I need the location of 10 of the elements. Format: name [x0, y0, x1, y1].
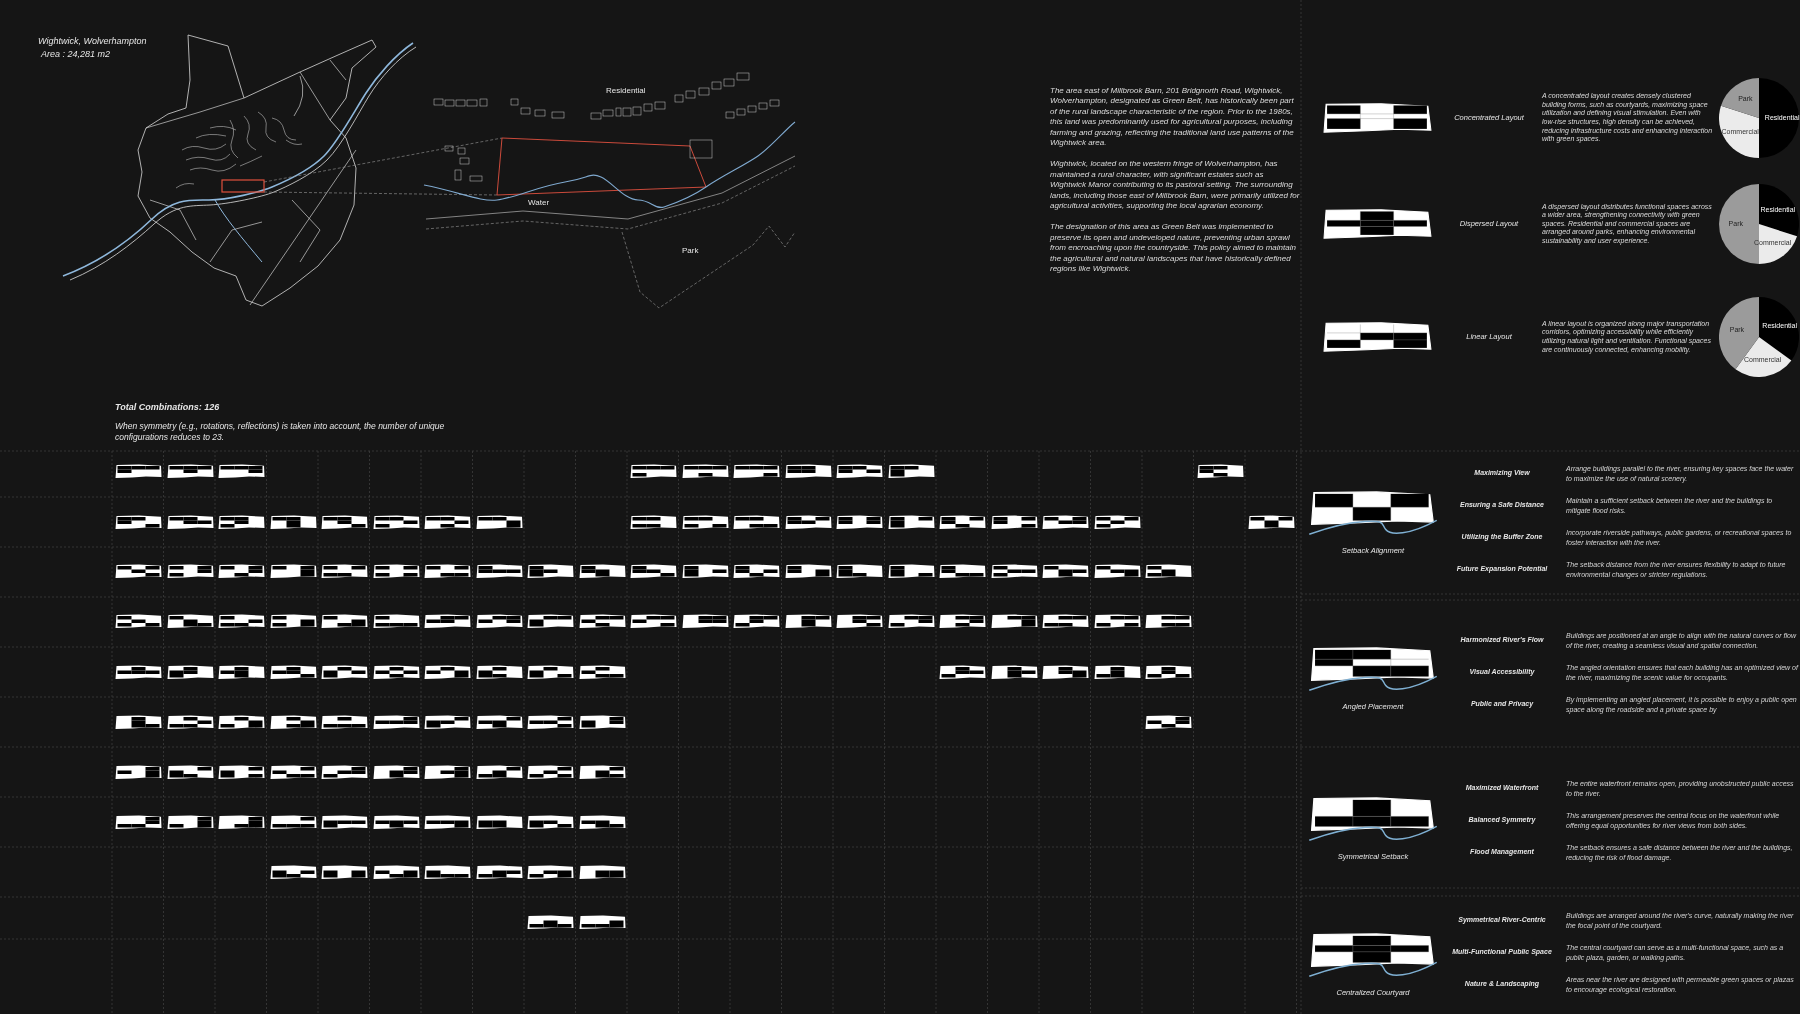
map-label: Water — [528, 198, 550, 207]
map-label: Park — [682, 246, 699, 255]
description-paragraph: The designation of this area as Green Belt was implemented to preserve its open and undeveloped nature, preventing urban sprawl from encroaching upon the countryside. This policy aimed to maintain the agricultural and natural landscapes that have historically defined regions like Wightwick. — [1050, 222, 1297, 275]
area-label: Area : 24,281 m2 — [41, 48, 111, 61]
combinations-note: When symmetry (e.g., rotations, reflections) is taken into account, the number of unique configurations reduces to 23. — [115, 421, 446, 443]
place-label: Wightwick, Wolverhampton — [38, 35, 147, 48]
map-label: Residential — [606, 86, 646, 95]
combinations-heading: Total Combinations: 126 — [115, 401, 220, 414]
description-paragraph: The area east of Millbrook Barn, 201 Bridgnorth Road, Wightwick, Wolverhampton, designated as Green Belt, has historically been part of the rural landscape characteristic of the region. Prior to the 1980s, this land was predominantly used for agricultural purposes, including farming and grazing, reflecting the traditional land use patterns of the Wightwick area. — [1050, 86, 1295, 149]
description-paragraph: Wightwick, located on the western fringe of Wolverhampton, has maintained a rural character, with significant estates such as Wightwick Manor contributing to its pastoral setting. The surrounding lands, including those east of Millbrook Barn, were primarily utilized for agricultural activities, supporting the local agrarian economy. — [1050, 159, 1300, 212]
